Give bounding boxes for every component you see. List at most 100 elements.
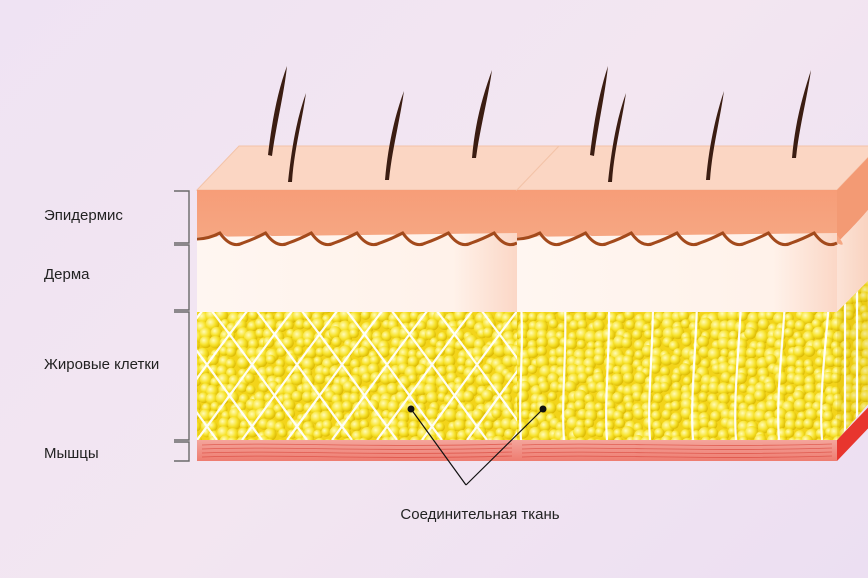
fat-cell (584, 418, 595, 429)
fat-cell (264, 318, 278, 331)
fat-cell (386, 382, 399, 395)
fat-cell (471, 408, 484, 421)
fat-cell (584, 348, 597, 361)
fat-cell (313, 429, 323, 440)
fat-cell (301, 391, 314, 403)
fat-cell (446, 364, 457, 375)
fat-cell (671, 326, 685, 340)
fat-cell (861, 348, 868, 360)
fat-cell (632, 390, 643, 402)
fat-cell (209, 335, 222, 349)
fat-cell (753, 409, 767, 423)
label-fat-cells: Жировые клетки (44, 356, 159, 373)
muscle-fiber (201, 447, 513, 450)
fat-cell (296, 337, 307, 348)
fat-cell (239, 420, 250, 430)
fat-cell (482, 327, 494, 338)
fat-cell (574, 399, 586, 411)
fat-cell (330, 354, 341, 366)
skin-surface (195, 145, 561, 191)
fat-cell (518, 380, 531, 393)
fat-cell (248, 338, 260, 350)
fat-cell (495, 427, 506, 438)
fat-cell (453, 419, 466, 432)
connective-fiber (197, 291, 218, 440)
fat-cell (592, 319, 605, 332)
fat-cell (650, 402, 660, 412)
fat-cell (504, 428, 515, 440)
fat-cell (387, 425, 401, 439)
fat-cell (774, 371, 788, 385)
fat-cell (265, 354, 276, 365)
fat-cell (659, 381, 670, 392)
fat-cell (295, 402, 305, 413)
fat-cell (350, 419, 362, 432)
fat-cell (536, 336, 548, 348)
fat-cell (832, 346, 845, 359)
fat-cell (593, 353, 605, 366)
fat-cell (794, 320, 806, 332)
fat-cell (517, 311, 521, 324)
connective-tissue (519, 278, 868, 440)
fat-cell (632, 434, 644, 440)
fat-cell (482, 317, 496, 331)
fat-cell (226, 436, 239, 440)
fat-cell (622, 355, 634, 367)
fat-cell (584, 393, 595, 404)
fat-cell (387, 400, 400, 413)
connective-fiber (820, 301, 831, 440)
fat-cell (861, 311, 868, 322)
fat-cell (547, 336, 560, 349)
fat-cell (803, 382, 816, 395)
fat-cell (539, 420, 551, 432)
fat-cell (359, 419, 370, 429)
fat-cell (283, 320, 294, 331)
fat-cell (680, 319, 691, 329)
muscle-fiber (521, 447, 833, 450)
fat-cell (697, 335, 709, 348)
fat-cell (573, 389, 588, 403)
fat-cell (282, 398, 296, 412)
fat-cell (237, 382, 248, 393)
fat-cell (584, 366, 595, 376)
fat-cell (576, 339, 586, 350)
connective-fiber (197, 291, 263, 440)
fat-cell (237, 427, 250, 440)
fat-cell (409, 311, 420, 321)
fat-cell (766, 434, 780, 440)
fat-cell (529, 426, 542, 440)
fat-cell (744, 409, 758, 423)
fat-cell (754, 434, 767, 440)
fat-cell (643, 329, 654, 340)
fat-cell (744, 327, 757, 340)
fat-cell (587, 426, 598, 438)
fat-cell (418, 394, 428, 405)
fat-cell (840, 401, 853, 414)
fat-cell (285, 408, 296, 419)
fat-cell (577, 319, 588, 330)
fat-cell (361, 372, 372, 383)
fat-cell (408, 373, 418, 384)
fat-cell (773, 312, 786, 325)
fat-cell (197, 391, 202, 404)
fat-cell (784, 419, 797, 431)
fat-cell (792, 373, 807, 387)
fat-cell (388, 434, 401, 440)
fat-cell (660, 435, 673, 440)
skin-surface (515, 145, 868, 191)
muscle-fiber (521, 455, 833, 458)
fat-cell (744, 426, 759, 440)
fat-cell (729, 436, 742, 440)
connective-fiber (605, 301, 611, 440)
fat-cell (793, 345, 805, 358)
fat-cell (348, 392, 361, 405)
dermis-layer (197, 233, 517, 312)
fat-cell (653, 328, 664, 339)
fat-cell (493, 344, 507, 358)
fat-cell (199, 373, 213, 387)
fat-cell (859, 374, 868, 386)
pointer-dot (539, 405, 547, 413)
layer-brackets (174, 190, 190, 462)
label-muscles: Мышцы (44, 445, 99, 462)
